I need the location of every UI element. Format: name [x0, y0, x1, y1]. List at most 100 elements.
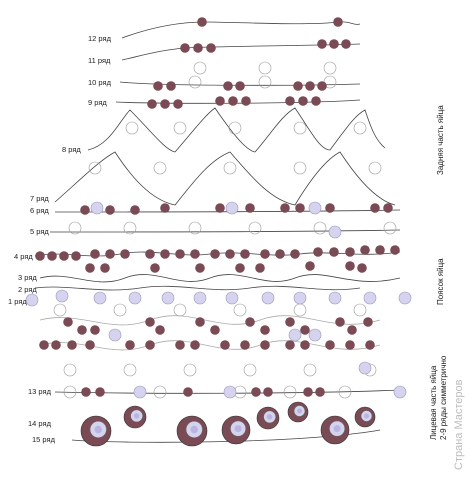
light-bead	[90, 201, 104, 215]
dark-bead	[375, 245, 385, 255]
row-label-14: 14 ряд	[28, 419, 52, 428]
outline-bead	[173, 121, 187, 135]
side-label-belt: Поясок яйца	[436, 258, 445, 305]
large-bead-highlight	[364, 413, 369, 419]
outline-bead	[153, 161, 167, 175]
row-label-10: 10 ряд	[88, 78, 112, 87]
dark-bead	[347, 325, 357, 335]
dark-bead	[357, 263, 367, 273]
dark-bead	[251, 387, 261, 397]
light-beads	[25, 201, 412, 399]
dark-bead	[305, 261, 315, 271]
dark-bead	[317, 81, 327, 91]
large-bead-highlight	[234, 425, 242, 433]
dark-bead	[210, 325, 220, 335]
dark-bead	[235, 263, 245, 273]
outline-bead	[123, 363, 137, 377]
dark-bead	[260, 249, 270, 259]
dark-bead	[51, 340, 61, 350]
light-bead	[363, 291, 377, 305]
row-label-8: 8 ряд	[62, 145, 81, 154]
light-bead	[225, 201, 239, 215]
dark-bead	[300, 340, 310, 350]
dark-bead	[215, 203, 225, 213]
row-label-6: 6 ряд	[30, 206, 49, 215]
light-bead	[328, 225, 342, 239]
large-bead-highlight	[297, 408, 302, 414]
row-label-4: 4 ряд	[14, 252, 33, 261]
dark-bead	[95, 387, 105, 397]
dark-bead	[47, 251, 57, 261]
outline-bead	[63, 385, 77, 399]
dark-bead	[245, 317, 255, 327]
dark-bead	[125, 340, 135, 350]
dark-bead	[255, 263, 265, 273]
dark-bead	[325, 203, 335, 213]
dark-bead	[90, 325, 100, 335]
dark-bead	[147, 99, 157, 109]
dark-bead	[305, 81, 315, 91]
light-bead	[55, 289, 69, 303]
light-bead	[93, 291, 107, 305]
outline-bead	[258, 75, 272, 89]
dark-bead	[173, 99, 183, 109]
dark-bead	[345, 247, 355, 257]
outline-bead	[243, 363, 257, 377]
dark-bead	[383, 203, 393, 213]
light-bead	[293, 291, 307, 305]
light-bead	[261, 291, 275, 305]
dark-bead	[298, 96, 308, 106]
row-label-1: 1 ряд	[8, 297, 27, 306]
row-label-2: 2 ряд	[18, 285, 37, 294]
dark-bead	[39, 340, 49, 350]
outline-bead	[88, 161, 102, 175]
dark-bead	[160, 203, 170, 213]
dark-bead	[333, 17, 343, 27]
dark-bead	[241, 96, 251, 106]
large-bead-highlight	[133, 413, 140, 419]
outline-bead	[338, 385, 352, 399]
dark-bead	[313, 247, 323, 257]
dark-bead	[190, 340, 200, 350]
dark-bead	[206, 43, 216, 53]
light-bead	[328, 291, 342, 305]
dark-bead	[329, 247, 339, 257]
dark-bead	[100, 263, 110, 273]
outline-bead	[68, 221, 82, 235]
row-label-7: 7 ряд	[30, 194, 49, 203]
dark-bead	[240, 340, 250, 350]
row-label-13: 13 ряд	[28, 387, 52, 396]
dark-bead	[235, 81, 245, 91]
light-bead	[133, 385, 147, 399]
dark-bead	[166, 81, 176, 91]
dark-bead	[215, 96, 225, 106]
dark-bead	[345, 340, 355, 350]
outline-bead	[353, 303, 367, 317]
dark-bead	[325, 340, 335, 350]
dark-bead	[303, 387, 313, 397]
outline-bead	[323, 61, 337, 75]
dark-bead	[85, 340, 95, 350]
dark-bead	[145, 317, 155, 327]
dark-bead	[175, 249, 185, 259]
light-bead	[223, 385, 237, 399]
outline-bead	[283, 385, 297, 399]
dark-bead	[59, 251, 69, 261]
dark-bead	[295, 203, 305, 213]
dark-bead	[81, 387, 91, 397]
row-labels: 12 ряд 11 ряд 10 ряд 9 ряд 8 ряд 7 ряд 6…	[8, 34, 112, 444]
dark-bead	[160, 99, 170, 109]
outline-bead	[293, 161, 307, 175]
outline-bead	[313, 221, 327, 235]
outline-bead	[63, 363, 77, 377]
dark-bead	[275, 249, 285, 259]
dark-bead	[240, 249, 250, 259]
dark-bead	[317, 39, 327, 49]
dark-bead	[345, 261, 355, 271]
dark-bead	[365, 340, 375, 350]
dark-bead	[193, 43, 203, 53]
dark-bead	[190, 249, 200, 259]
outline-bead	[258, 61, 272, 75]
dark-bead	[77, 325, 87, 335]
outline-bead	[223, 161, 237, 175]
